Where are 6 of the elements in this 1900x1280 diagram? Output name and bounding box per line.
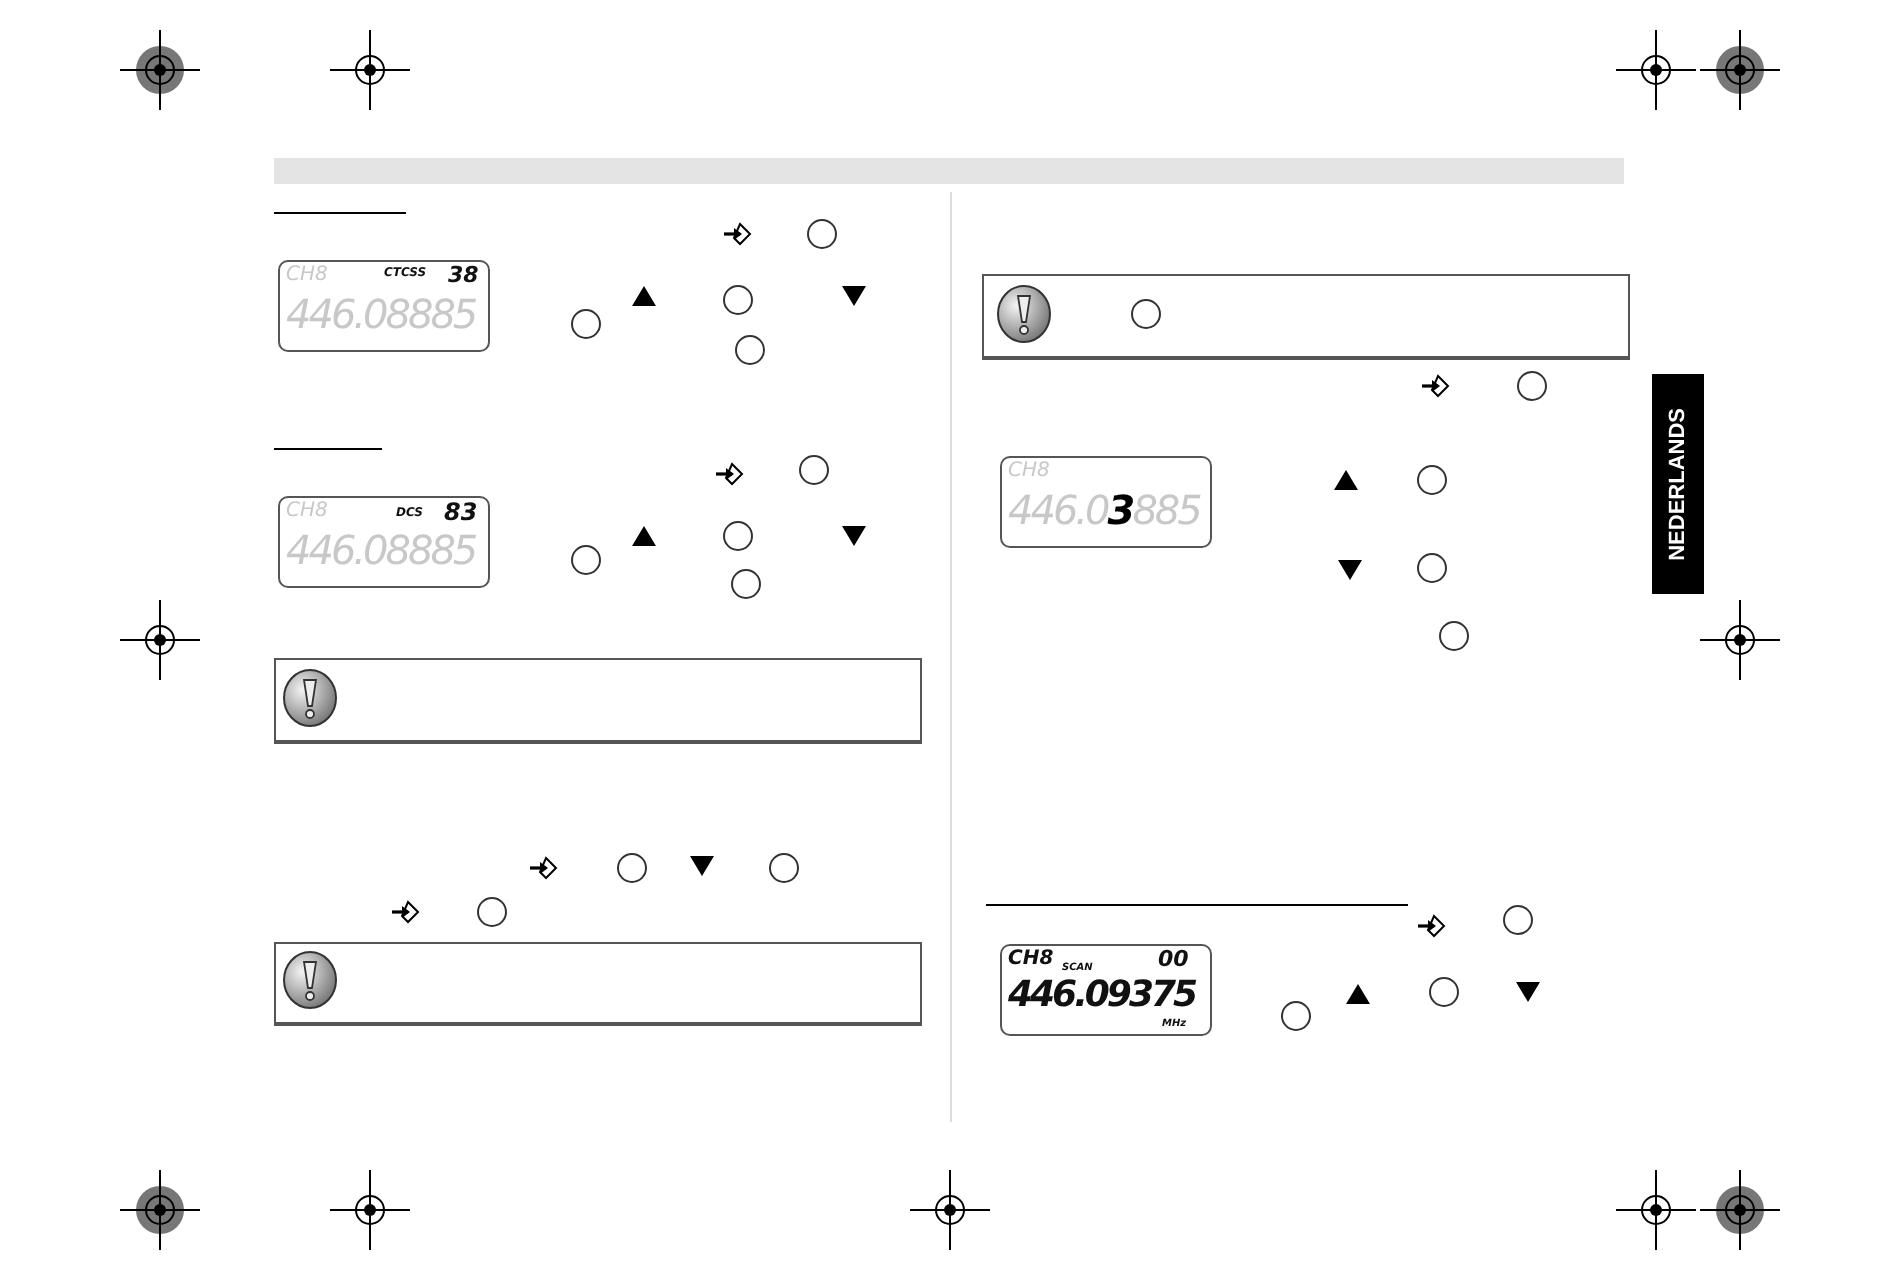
lcd-text: CH8 [1008,950,1054,970]
lcd-text: 83 [444,500,478,524]
tab-label: NEDERLANDS [1666,407,1690,561]
lcd-text: 38 [448,264,479,286]
lcd-text: 446.09375 [1008,978,1196,1014]
lcd-text: 00 [1158,948,1189,970]
